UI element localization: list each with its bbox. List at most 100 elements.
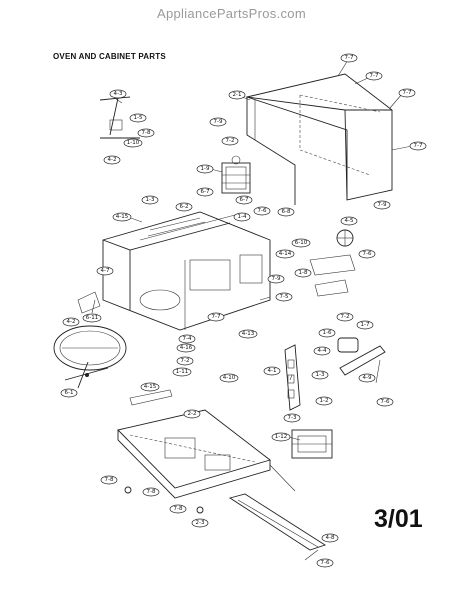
callout-7-9: 7-9	[209, 117, 227, 127]
svg-text:7-6: 7-6	[363, 251, 372, 257]
svg-text:1-5: 1-5	[134, 115, 143, 121]
callout-7-8: 7-8	[100, 475, 118, 485]
callout-1-3: 1-3	[141, 195, 159, 205]
callout-4-2: 4-2	[103, 155, 121, 165]
svg-text:7-3: 7-3	[288, 415, 297, 421]
callout-2-1: 2-1	[228, 90, 246, 100]
svg-text:4-2: 4-2	[108, 157, 117, 163]
svg-text:6-1: 6-1	[65, 390, 74, 396]
svg-text:7-5: 7-5	[280, 294, 289, 300]
svg-text:7-8: 7-8	[174, 506, 183, 512]
callout-7-6: 7-6	[316, 558, 334, 568]
callout-7-5: 7-5	[275, 292, 293, 302]
svg-text:7-4: 7-4	[183, 336, 192, 342]
door-seal	[129, 389, 173, 406]
callout-4-10: 4-10	[219, 373, 239, 383]
callout-4-8: 4-8	[321, 533, 339, 543]
svg-text:1-10: 1-10	[127, 140, 140, 146]
callout-4-1: 4-1	[263, 366, 281, 376]
side-bracket	[339, 345, 386, 376]
cover-plate	[77, 291, 101, 314]
callout-4-14: 4-14	[275, 249, 295, 259]
callout-1-5: 1-5	[129, 113, 147, 123]
callout-6-1: 6-1	[60, 388, 78, 398]
callout-6-10: 6-10	[291, 238, 311, 248]
svg-text:1-8: 1-8	[299, 270, 308, 276]
callout-7-4: 7-4	[178, 334, 196, 344]
svg-text:4-14: 4-14	[279, 251, 292, 257]
callout-4-15: 4-15	[112, 212, 132, 222]
fan-motor	[309, 229, 356, 297]
callout-4-2: 4-2	[62, 317, 80, 327]
base-plate	[117, 409, 271, 499]
svg-text:1-11: 1-11	[176, 369, 188, 375]
page-mark: 3/01	[374, 505, 423, 533]
svg-text:7-7: 7-7	[370, 73, 379, 79]
svg-text:6-8: 6-8	[282, 209, 291, 215]
callout-4-4: 4-4	[313, 346, 331, 356]
svg-text:4-15: 4-15	[116, 214, 129, 220]
callout-7-7: 7-7	[398, 88, 416, 98]
callout-1-2: 1-2	[315, 396, 333, 406]
callout-7-9: 7-9	[373, 200, 391, 210]
svg-text:1-9: 1-9	[201, 166, 210, 172]
callout-1-11: 1-11	[172, 367, 192, 377]
diagram-title: OVEN AND CABINET PARTS	[53, 52, 166, 61]
callout-1-4: 1-4	[233, 212, 251, 222]
callout-7-8: 7-8	[169, 504, 187, 514]
callout-4-7: 4-7	[96, 266, 114, 276]
hinge-assembly	[99, 96, 140, 139]
outer-cabinet	[245, 73, 393, 205]
callout-7-7: 7-7	[409, 141, 427, 151]
svg-text:4-13: 4-13	[242, 331, 255, 337]
svg-text:7-9: 7-9	[272, 276, 281, 282]
watermark: AppliancePartsPros.com	[157, 6, 306, 21]
svg-text:4-1: 4-1	[268, 368, 277, 374]
svg-text:7-2: 7-2	[181, 358, 190, 364]
callout-7-7: 7-7	[365, 71, 383, 81]
front-rail	[228, 493, 327, 551]
svg-text:7-9: 7-9	[214, 119, 223, 125]
svg-text:1-3: 1-3	[316, 372, 325, 378]
svg-text:7-7: 7-7	[345, 55, 354, 61]
svg-text:7-6: 7-6	[258, 208, 267, 214]
callout-7-6: 7-6	[376, 397, 394, 407]
callout-1-7: 1-7	[356, 320, 374, 330]
callout-4-9: 4-9	[358, 373, 376, 383]
svg-text:7-9: 7-9	[378, 202, 387, 208]
callout-6-8: 6-8	[277, 207, 295, 217]
svg-text:4-16: 4-16	[180, 345, 193, 351]
callout-4-13: 4-13	[238, 329, 258, 339]
callout-7-6: 7-6	[358, 249, 376, 259]
svg-text:7-8: 7-8	[142, 130, 151, 136]
svg-text:7-7: 7-7	[212, 314, 221, 320]
callout-4-16: 4-16	[176, 343, 196, 353]
callout-1-3: 1-3	[311, 370, 329, 380]
callout-7-8: 7-8	[137, 128, 155, 138]
capacitor	[337, 337, 359, 353]
svg-text:7-7: 7-7	[403, 90, 412, 96]
svg-text:1-3: 1-3	[146, 197, 155, 203]
callout-7-2: 7-2	[221, 136, 239, 146]
callout-4-3: 4-3	[109, 89, 127, 99]
callout-1-9: 1-9	[196, 164, 214, 174]
svg-text:4-10: 4-10	[223, 375, 236, 381]
svg-text:4-4: 4-4	[318, 348, 327, 354]
callout-1-6: 1-6	[318, 328, 336, 338]
control-panel	[284, 344, 301, 411]
svg-text:6-7: 6-7	[201, 189, 210, 195]
svg-text:4-9: 4-9	[363, 375, 372, 381]
oven-cavity	[102, 211, 271, 331]
callout-2-2: 2-2	[183, 409, 201, 419]
callout-6-7: 6-7	[196, 187, 214, 197]
svg-text:7-6: 7-6	[321, 560, 330, 566]
svg-text:2-2: 2-2	[188, 411, 197, 417]
callout-7-7: 7-7	[207, 312, 225, 322]
callout-7-8: 7-8	[142, 487, 160, 497]
callout-7-9: 7-9	[267, 274, 285, 284]
callout-6-2: 6-2	[175, 202, 193, 212]
callout-4-5: 4-5	[340, 216, 358, 226]
callout-7-2: 7-2	[176, 356, 194, 366]
turntable-tray	[53, 325, 127, 371]
